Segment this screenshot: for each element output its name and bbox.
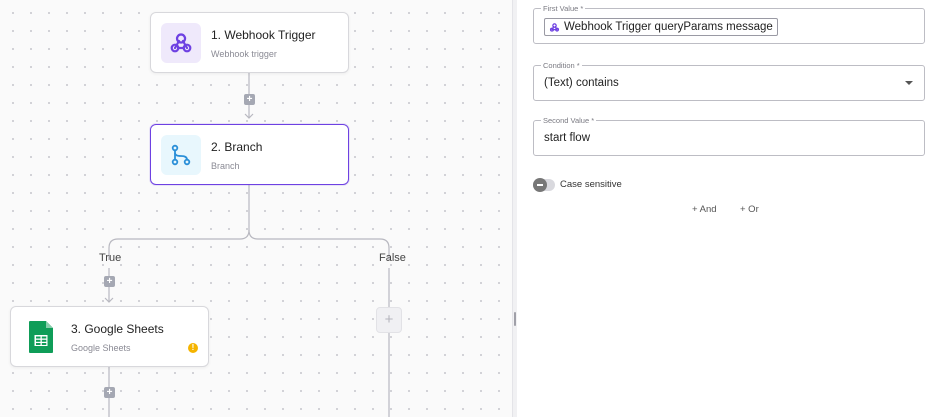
webhook-icon — [549, 22, 560, 33]
data-reference-chip[interactable]: Webhook Trigger queryParams message — [544, 18, 778, 36]
add-step-button[interactable]: + — [244, 94, 255, 105]
case-sensitive-toggle[interactable] — [533, 178, 555, 192]
webhook-icon — [161, 23, 201, 63]
add-step-true-button[interactable]: + — [104, 276, 115, 287]
google-sheets-icon — [21, 317, 61, 357]
step-title: 3. Google Sheets — [71, 322, 164, 336]
warning-icon[interactable]: ! — [188, 343, 198, 353]
branch-true-label: True — [99, 252, 122, 264]
add-step-button[interactable]: + — [104, 387, 115, 398]
add-and-condition-button[interactable]: + And — [692, 204, 717, 215]
step-subtitle: Branch — [211, 161, 240, 171]
step-title: 1. Webhook Trigger — [211, 28, 316, 42]
panel-resize-divider[interactable] — [512, 0, 517, 417]
chevron-down-icon[interactable] — [905, 81, 913, 85]
field-label: Condition * — [541, 61, 582, 70]
step-webhook-trigger[interactable]: 1. Webhook Trigger Webhook trigger — [150, 12, 349, 73]
step-branch[interactable]: 2. Branch Branch — [150, 124, 349, 185]
branch-settings-panel: First Value * Webhook Trigger queryParam… — [517, 0, 932, 417]
step-subtitle: Google Sheets — [71, 343, 131, 353]
branch-icon — [161, 135, 201, 175]
step-subtitle: Webhook trigger — [211, 49, 277, 59]
second-value-field[interactable]: Second Value * start flow — [533, 116, 925, 156]
step-title: 2. Branch — [211, 140, 263, 154]
field-label: Second Value * — [541, 116, 597, 125]
field-label: First Value * — [541, 4, 586, 13]
add-step-false-slot[interactable]: + — [376, 307, 402, 333]
branch-false-label: False — [379, 252, 406, 264]
condition-select[interactable]: Condition * (Text) contains — [533, 61, 925, 101]
condition-value: (Text) contains — [544, 77, 619, 89]
step-google-sheets[interactable]: 3. Google Sheets Google Sheets ! — [10, 306, 209, 367]
case-sensitive-label: Case sensitive — [560, 179, 622, 190]
add-or-condition-button[interactable]: + Or — [740, 204, 759, 215]
first-value-field[interactable]: First Value * Webhook Trigger queryParam… — [533, 4, 925, 44]
second-value-text[interactable]: start flow — [544, 132, 591, 144]
chip-label: Webhook Trigger queryParams message — [564, 21, 773, 33]
resize-handle[interactable] — [514, 312, 516, 326]
flow-canvas[interactable]: 1. Webhook Trigger Webhook trigger + 2. … — [0, 0, 512, 417]
toggle-off-icon — [533, 178, 547, 192]
